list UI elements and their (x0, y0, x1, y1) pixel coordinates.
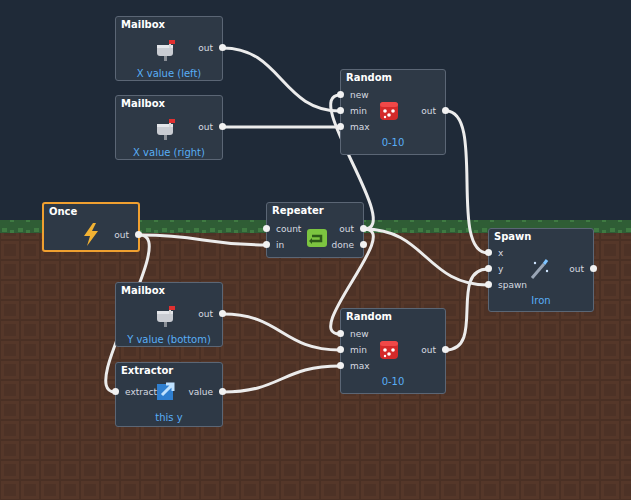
script-node: Mailbox out X value (right) (115, 95, 223, 160)
port-label: done (332, 239, 354, 251)
wire (223, 314, 340, 350)
port-dot (135, 231, 142, 238)
wand-icon (527, 257, 551, 283)
port-label: count (276, 223, 301, 235)
script-node: Once out (42, 202, 140, 252)
node-title: Random (346, 72, 392, 84)
wire (364, 229, 488, 285)
port-dot (442, 107, 449, 114)
port-dot (337, 330, 344, 337)
node-setting: X value (right) (116, 147, 222, 159)
wire (223, 126, 340, 129)
port-label: min (350, 105, 367, 117)
port-label: out (198, 121, 213, 133)
port-dot (337, 107, 344, 114)
node-title: Repeater (272, 205, 324, 217)
port-dot (485, 265, 492, 272)
node-title: Mailbox (121, 98, 165, 110)
bolt-icon (80, 222, 104, 248)
node-setting: 0-10 (341, 137, 445, 149)
port-dot (219, 44, 226, 51)
wire (446, 269, 488, 350)
port-dot (442, 346, 449, 353)
script-node: Spawn xy spawn outIron (488, 228, 594, 312)
port-label: new (350, 328, 369, 340)
dice-icon (378, 337, 402, 363)
dice-icon (378, 98, 402, 124)
port-dot (337, 346, 344, 353)
port-label: min (350, 344, 367, 356)
port-dot (485, 281, 492, 288)
port-label: in (276, 239, 284, 251)
node-setting: Y value (bottom) (116, 334, 222, 346)
node-title: Spawn (494, 231, 531, 243)
node-title: Mailbox (121, 285, 165, 297)
port-dot (337, 91, 344, 98)
mail-icon (154, 37, 178, 63)
script-node: Random new min max out 0-10 (340, 308, 446, 394)
node-setting: 0-10 (341, 376, 445, 388)
script-node: Mailbox out X value (left) (115, 16, 223, 81)
port-dot (485, 249, 492, 256)
port-label: extract (125, 386, 157, 398)
wire (223, 366, 340, 392)
port-dot (219, 123, 226, 130)
node-setting: this y (116, 412, 222, 424)
wire (140, 235, 266, 245)
port-dot (337, 362, 344, 369)
port-label: value (188, 386, 213, 398)
port-label: max (350, 360, 370, 372)
rep-icon (305, 226, 329, 252)
wire (223, 48, 340, 111)
port-dot (263, 225, 270, 232)
script-node: Mailbox out Y value (bottom) (115, 282, 223, 347)
port-label: out (114, 229, 129, 241)
port-dot (112, 388, 119, 395)
port-dot (219, 310, 226, 317)
port-label: out (198, 308, 213, 320)
port-label: out (421, 344, 436, 356)
port-label: out (339, 223, 354, 235)
node-setting: X value (left) (116, 68, 222, 80)
port-label: y (498, 263, 503, 275)
node-title: Once (49, 206, 77, 218)
port-label: out (421, 105, 436, 117)
port-label: out (569, 263, 584, 275)
node-title: Random (346, 311, 392, 323)
script-node: Extractor extract value this y (115, 362, 223, 427)
port-dot (263, 241, 270, 248)
script-node: Repeater count in out done (266, 202, 364, 258)
port-dot (590, 265, 597, 272)
port-dot (219, 388, 226, 395)
node-title: Mailbox (121, 19, 165, 31)
node-setting: Iron (489, 295, 593, 307)
node-title: Extractor (121, 365, 173, 377)
mail-icon (154, 303, 178, 329)
wire (446, 111, 488, 253)
port-label: new (350, 89, 369, 101)
script-node: Random new min max out 0-10 (340, 69, 446, 155)
port-label: out (198, 42, 213, 54)
ext-icon (154, 379, 178, 405)
port-dot (360, 241, 367, 248)
mail-icon (154, 116, 178, 142)
port-label: spawn (498, 279, 527, 291)
port-label: max (350, 121, 370, 133)
port-dot (360, 225, 367, 232)
port-label: x (498, 247, 503, 259)
port-dot (337, 123, 344, 130)
